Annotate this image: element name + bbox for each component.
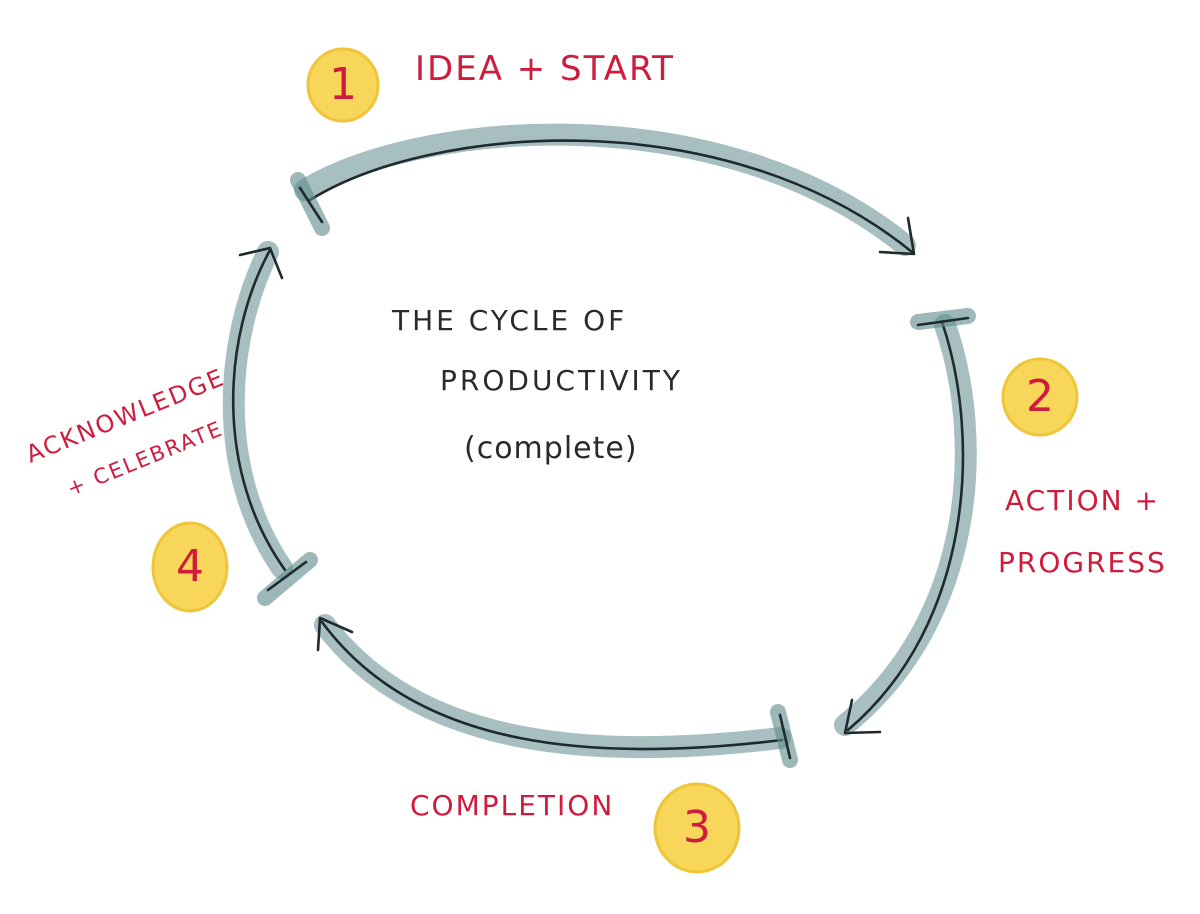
stage-2-number: 2	[1026, 371, 1054, 422]
diagram-title: THE CYCLE OF PRODUCTIVITY (complete)	[391, 304, 683, 466]
stage-3-label: COMPLETION	[410, 789, 614, 822]
arrow-idea-to-action	[290, 123, 916, 256]
stage-1: 1 IDEA + START	[306, 47, 675, 123]
stage-1-badge	[306, 47, 380, 123]
stage-2: 2 ACTION + PROGRESS	[998, 357, 1167, 579]
stage-2-badge	[1001, 357, 1079, 437]
stage-4-label: ACKNOWLEDGE + CELEBRATE	[22, 363, 229, 501]
stage-3: 3 COMPLETION	[410, 782, 741, 874]
arrow-action-to-completion	[834, 308, 977, 736]
arrow-acknowledge-to-idea	[222, 241, 318, 606]
stage-4: 4 ACKNOWLEDGE + CELEBRATE	[22, 363, 229, 613]
title-line-3: (complete)	[464, 431, 638, 466]
stage-3-badge	[653, 782, 741, 874]
stage-3-number: 3	[683, 802, 711, 853]
stage-1-number: 1	[329, 59, 357, 110]
arrow-completion-to-acknowledge	[314, 614, 798, 768]
stage-1-label: IDEA + START	[415, 49, 675, 89]
stage-4-badge	[151, 521, 229, 613]
stage-2-label-line-1: ACTION +	[1005, 484, 1160, 517]
title-line-1: THE CYCLE OF	[391, 304, 627, 337]
title-line-2: PRODUCTIVITY	[440, 364, 683, 397]
stage-2-label-line-2: PROGRESS	[998, 546, 1167, 579]
stage-4-number: 4	[176, 541, 204, 592]
